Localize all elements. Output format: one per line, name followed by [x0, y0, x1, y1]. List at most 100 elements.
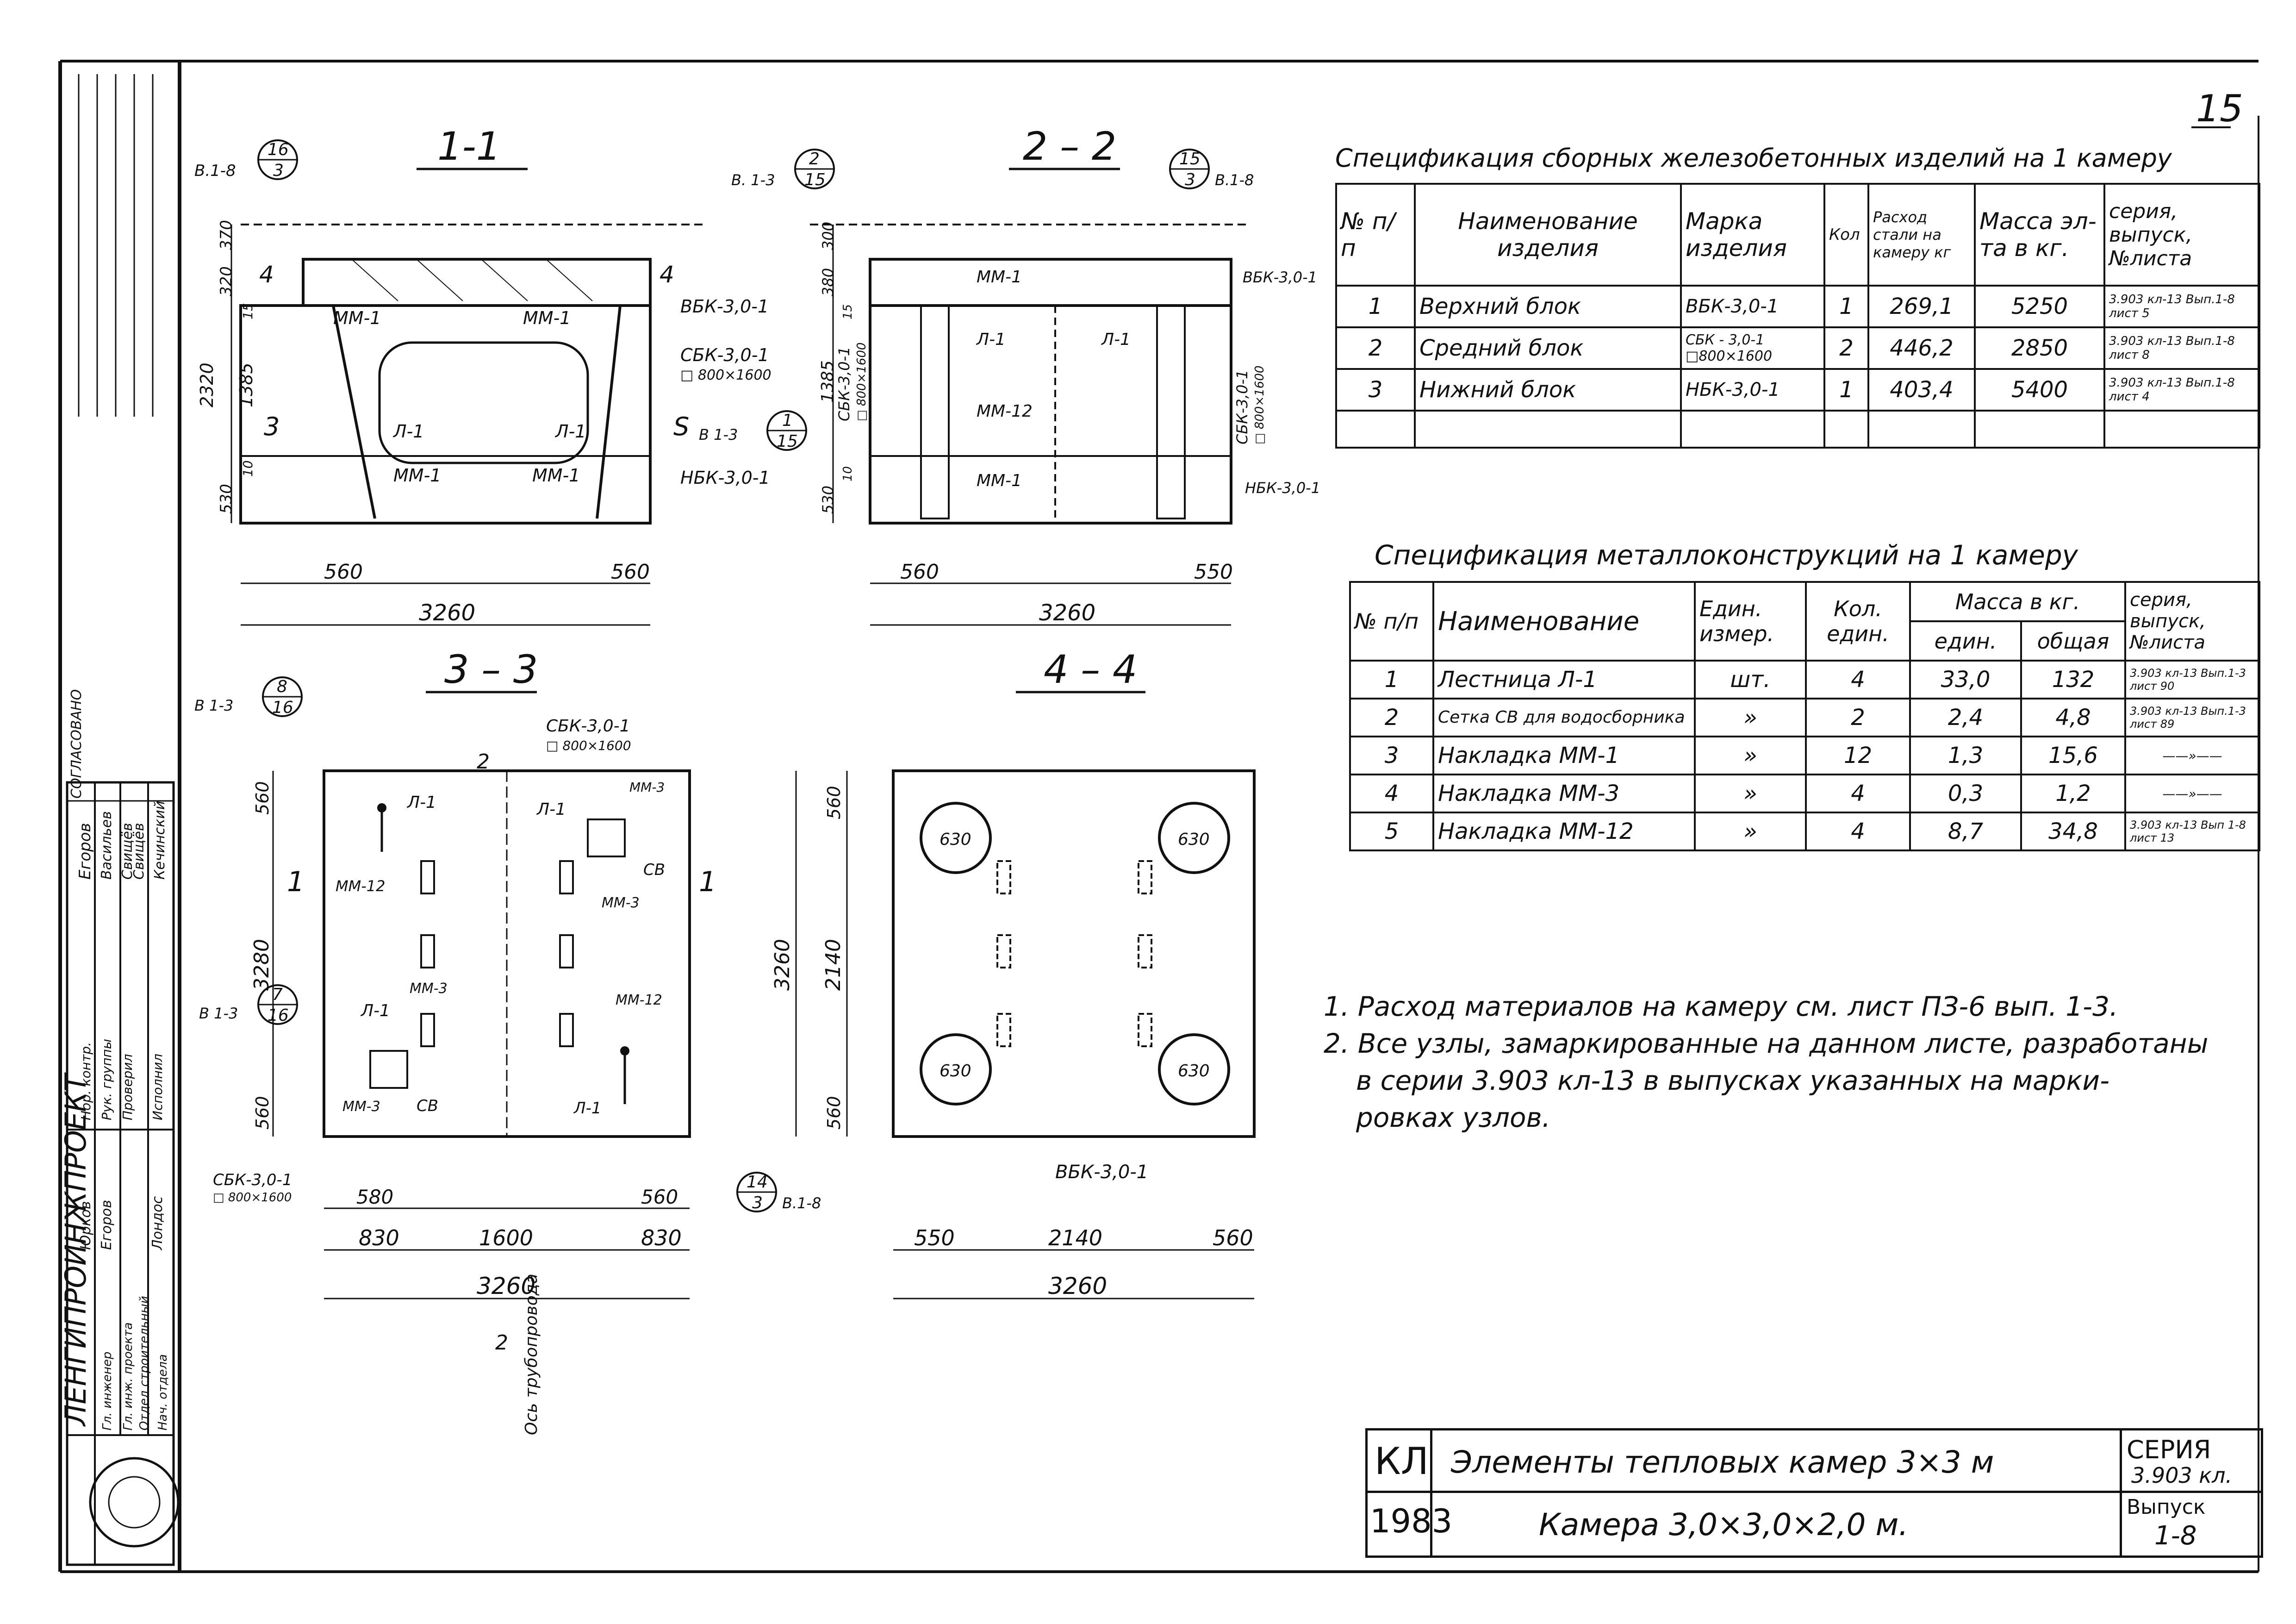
s33-dim-3260: 3260: [477, 1273, 535, 1299]
callout-2-15: [794, 149, 835, 189]
callout-7-16-top: 7: [272, 985, 283, 1004]
spec-rc-h6: серия, выпуск, №листа: [2103, 183, 2260, 287]
s33-mm3-a: ММ-3: [410, 981, 448, 997]
spec-rc-h4: Расход стали на камеру кг: [1867, 183, 1976, 287]
ladder-right: [596, 305, 622, 519]
dept-3: Отдел строительный: [137, 1296, 151, 1430]
block-nbk: НБК-3,0-1: [680, 468, 770, 488]
s22-dim-1385: 1385: [818, 360, 837, 403]
callout-14-3-top: 14: [747, 1173, 768, 1192]
section-3-3: 3 – 3 Л-1 Л-1 ММ-3 СВ ММ-3 ММ-12 Л-1 ММ-…: [194, 647, 821, 1435]
section-mark-3: 3: [264, 412, 280, 441]
s33-dim-830-left: 830: [359, 1225, 399, 1250]
s22-block-sbk-left: СБК-3,0-1: [835, 347, 853, 421]
spec-metal-r1c1: Сетка СВ для водосборника: [1432, 698, 1696, 737]
spec-rc-r1c6: 3.903 кл-13 Вып.1-8 лист 8: [2103, 326, 2260, 370]
spec-metal-r0c1: Лестница Л-1: [1432, 660, 1696, 700]
note-2-cont-1: в серии 3.903 кл-13 в выпусках указанных…: [1356, 1065, 2109, 1096]
role-norm-control: Нор. контр.: [78, 1042, 93, 1120]
spec-metal-h1: Наименование: [1432, 581, 1696, 662]
s33-opening-bottom: □ 800×1600: [213, 1191, 292, 1205]
s33-sv-a: СВ: [417, 1097, 438, 1115]
ladder-rail-left: [920, 305, 950, 519]
callout-2-15-ref: В. 1-3: [731, 171, 775, 189]
table-row: 3 Накладка ММ-1 » 12 1,3 15,6 ——»——: [1349, 736, 2261, 775]
s44-dim-560-bottom: 560: [824, 1096, 844, 1130]
spec-metal-r0c3: 4: [1805, 660, 1911, 700]
callout-7-16-bottom: 16: [268, 1006, 289, 1025]
note-2: 2. Все узлы, замаркированные на данном л…: [1324, 1028, 2209, 1059]
spec-rc-r2c6: 3.903 кл-13 Вып.1-8 лист 4: [2103, 368, 2260, 412]
spec-metal-r3c2: »: [1694, 774, 1807, 813]
organization-seal: [89, 1457, 180, 1548]
s33-mark-1-right: 1: [699, 866, 716, 898]
table-row: [1335, 410, 2260, 449]
spec-rc-r0c3: 1: [1823, 285, 1869, 328]
approved-label: СОГЛАСОВАНО: [68, 689, 85, 799]
s22-dim-3260: 3260: [1039, 600, 1095, 626]
s22-opening-left: □ 800×1600: [855, 343, 869, 421]
s33-dim-3280: 3280: [250, 939, 274, 991]
title-code: КЛ: [1375, 1440, 1429, 1483]
spec-rc-r2c0: 3: [1335, 368, 1416, 412]
s22-mm1-top: ММ-1: [977, 268, 1022, 287]
spec-metal-r0c0: 1: [1349, 660, 1434, 700]
spec-metal-r3c5: 1,2: [2020, 774, 2127, 813]
issue-label: Выпуск: [2127, 1495, 2206, 1519]
callout-8-16: [262, 676, 303, 717]
s22-dim-10: 10: [841, 466, 855, 481]
spec-metal-header-top: № п/п Наименование Един. измер. Кол. еди…: [1349, 581, 2261, 662]
spec-metal-r4c5: 34,8: [2020, 812, 2127, 851]
section-1-1: 1-1 ММ-1 ММ-1 Л-1 Л-1 ММ-1 ММ-1 ВБК-3,0-…: [194, 124, 807, 626]
middle-block-2-outline: [869, 304, 1232, 525]
callout-7-16-ref: В 1-3: [199, 1005, 238, 1022]
dim-v-370: 370: [217, 220, 236, 250]
spec-metal-table: № п/п Наименование Един. измер. Кол. еди…: [1349, 581, 2261, 851]
dim-h-560-right: 560: [611, 560, 650, 584]
spec-metal-r2c0: 3: [1349, 736, 1434, 775]
spec-metal-r4c2: »: [1694, 812, 1807, 851]
series-value: 3.903 кл.: [2131, 1463, 2233, 1488]
callout-8-16-top: 8: [277, 677, 287, 696]
approver-name-1: Васильев: [99, 811, 115, 880]
role-checked: Проверил: [120, 1054, 135, 1120]
table-row: 2 Средний блок СБК - 3,0-1 □800×1600 2 4…: [1335, 326, 2260, 370]
title-sub: Камера 3,0×3,0×2,0 м.: [1539, 1507, 1909, 1543]
title-year: 1983: [1370, 1502, 1453, 1540]
spec-metal-r2c4: 1,3: [1909, 736, 2022, 775]
spec-metal-r3c4: 0,3: [1909, 774, 2022, 813]
s33-dim-580: 580: [356, 1186, 393, 1208]
callout-16-3-top: 16: [268, 140, 289, 159]
table-row: 5 Накладка ММ-12 » 4 8,7 34,8 3.903 кл-1…: [1349, 812, 2261, 851]
hole-dia-3: 630: [940, 1062, 971, 1081]
callout-15-3: [1169, 149, 1210, 189]
spec-metal-r4c6: 3.903 кл-13 Вып 1-8 лист 13: [2124, 812, 2261, 851]
spec-metal-r1c0: 2: [1349, 698, 1434, 737]
organization-name: ЛЕНГИПРОИНЖПРОЕКТ: [59, 1072, 93, 1427]
spec-metal-r1c3: 2: [1805, 698, 1911, 737]
s44-block-vbk: ВБК-3,0-1: [1055, 1162, 1148, 1183]
hole-top-left: [920, 802, 992, 874]
callout-14-3: [736, 1172, 777, 1212]
person-3: Лондос: [149, 1196, 166, 1250]
s44-dim-3260-bottom: 3260: [1048, 1273, 1107, 1299]
label-mm1-d: ММ-1: [532, 465, 580, 486]
approver-name-4: Кечинский: [152, 801, 168, 880]
spec-rc-r0c0: 1: [1335, 285, 1416, 328]
section-1-1-title: 1-1: [437, 124, 501, 169]
callout-8-16-bottom: 16: [272, 698, 293, 717]
dim-v-15: 15: [240, 303, 255, 319]
section-3-3-title: 3 – 3: [444, 647, 538, 692]
spec-rc-r1c5: 2850: [1974, 326, 2105, 370]
spec-metal-r4c1: Накладка ММ-12: [1432, 812, 1696, 851]
ladder-left: [332, 305, 376, 519]
approval-strip: ЛЕНГИПРОИНЖПРОЕКТ СОГЛАСОВАНО Егоров Вас…: [59, 74, 180, 1566]
spec-metal-r0c2: шт.: [1694, 660, 1807, 700]
spec-metal-r2c2: »: [1694, 736, 1807, 775]
table-row: 2 Сетка СВ для водосборника » 2 2,4 4,8 …: [1349, 698, 2261, 737]
spec-metal-r1c4: 2,4: [1909, 698, 2022, 737]
table-row: 3 Нижний блок НБК-3,0-1 1 403,4 5400 3.9…: [1335, 368, 2260, 412]
label-mm1-c: ММ-1: [393, 465, 441, 486]
callout-1-15-bottom: 15: [777, 432, 798, 451]
